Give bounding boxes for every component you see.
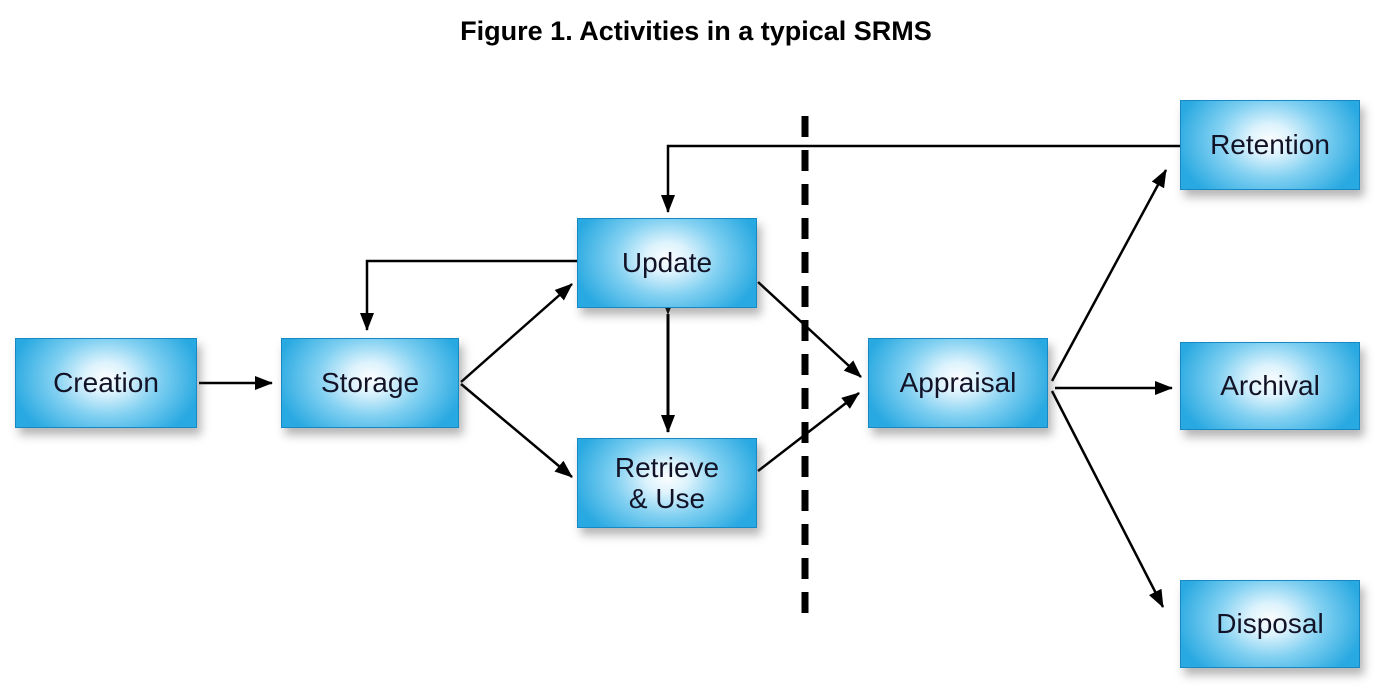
edge-storage-update (460, 283, 573, 383)
edge-update-storage-feedback (360, 259, 577, 331)
figure-title: Figure 1. Activities in a typical SRMS (460, 16, 932, 46)
edge-storage-retrieve-use (460, 383, 573, 478)
node-update: Update (577, 218, 757, 308)
edge-appraisal-retention (1050, 169, 1168, 382)
node-creation: Creation (15, 338, 197, 428)
node-appraisal: Appraisal (868, 338, 1048, 428)
node-retrieve-use: Retrieve & Use (577, 438, 757, 528)
edge-appraisal-disposal (1050, 390, 1165, 608)
node-archival: Archival (1180, 342, 1360, 430)
edge-update-appraisal (757, 281, 862, 378)
node-storage: Storage (281, 338, 459, 428)
node-retention: Retention (1180, 100, 1360, 190)
node-disposal: Disposal (1180, 580, 1360, 668)
edge-retention-update-feedback (661, 144, 1180, 213)
